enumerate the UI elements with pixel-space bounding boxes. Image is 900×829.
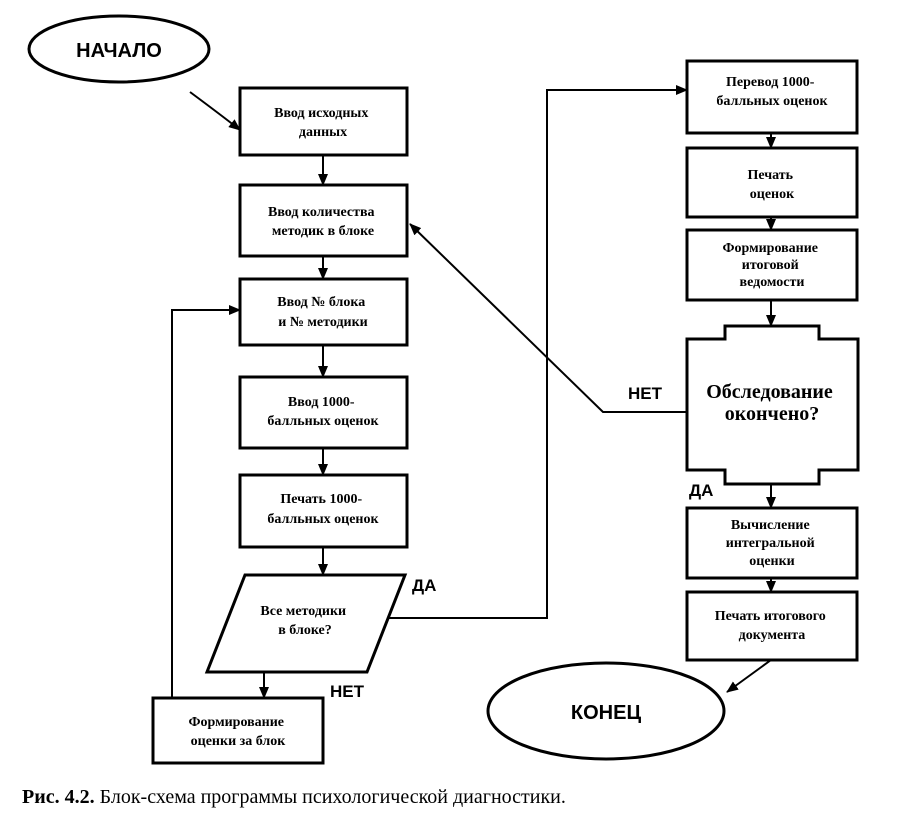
node-input-block-line1: Ввод № блока [277,295,365,310]
branch-all-no: НЕТ [330,682,365,701]
node-input-data-line1: Ввод исходных [274,106,368,121]
svg-text:Формирование итоговой: Формирование итоговой ведомости [722,241,821,290]
node-final-sheet-line1: Формирование [722,241,818,256]
figure-caption: Рис. 4.2. Блок-схема программы психологи… [22,786,566,809]
node-print-grades: Печать оценок [685,146,859,219]
figure-caption-text: Блок-схема программы психологической диа… [99,786,566,808]
node-input-count: Ввод количества методик в блоке [238,183,409,258]
svg-text:Ввод № блока и № методик: Ввод № блока и № методики [277,295,368,330]
branch-all-yes: ДА [412,576,436,595]
svg-text:Печать 1000- балльных оц: Печать 1000- балльных оценок [267,492,379,527]
node-end: КОНЕЦ [486,661,726,761]
node-block-score: Формирование оценки за блок [151,696,325,765]
svg-text:Печать оценок: Печать оценок [747,168,796,202]
node-start: НАЧАЛО [27,14,211,84]
node-integral-line1: Вычисление [731,518,810,533]
arrow-decision-yes-to-convert [385,85,688,619]
node-input-data-line2: данных [299,125,347,140]
node-end-text: КОНЕЦ [571,702,642,724]
arrow-start-to-input [189,91,241,131]
figure-caption-label: Рис. 4.2. [22,786,95,808]
node-final-sheet-line2: итоговой [742,258,799,273]
node-final-sheet: Формирование итоговой ведомости [685,228,859,302]
svg-text:Формирование оценки за б: Формирование оценки за блок [188,715,287,749]
svg-text:Перевод 1000- балльных о: Перевод 1000- балльных оценок [716,75,828,109]
node-block-score-line1: Формирование [188,715,284,730]
node-print-final-line2: документа [739,628,806,643]
node-exam-done-decision: Обследование окончено? [685,324,860,486]
branch-done-no: НЕТ [628,384,663,403]
node-convert-scores: Перевод 1000- балльных оценок [685,59,859,135]
connectors [171,85,776,699]
node-block-score-line2: оценки за блок [191,734,287,749]
svg-text:Ввод исходных данных: Ввод исходных данных [274,106,372,140]
svg-text:Вычисление интегральной: Вычисление интегральной оценки [726,518,818,569]
node-input-data: Ввод исходных данных [238,86,409,157]
node-integral-line3: оценки [749,554,794,569]
node-input-count-line2: методик в блоке [272,224,374,239]
node-print-grades-line1: Печать [747,168,793,183]
arrow-print-to-end [726,659,772,693]
node-input-count-line1: Ввод количества [268,205,375,220]
arrow-loop-back-to-block [171,305,241,698]
node-all-methods-line2: в блоке? [278,623,332,638]
node-input-scores-line1: Ввод 1000- [288,395,355,410]
node-input-scores: Ввод 1000- балльных оценок [238,375,409,450]
node-exam-done-line1: Обследование [706,381,833,403]
node-print-final-line1: Печать итогового [715,609,826,624]
svg-text:Печать итогового докумен: Печать итогового документа [715,609,829,643]
arrow-exam-no-to-count [409,223,687,413]
node-integral: Вычисление интегральной оценки [685,506,859,580]
node-input-block: Ввод № блока и № методики [238,277,409,347]
node-final-sheet-line3: ведомости [740,275,805,290]
node-print-scores-line1: Печать 1000- [280,492,362,507]
svg-text:Обследование окончено?: Обследование окончено? [706,381,838,425]
node-print-final: Печать итогового документа [685,590,859,662]
svg-text:Все методики в блоке?: Все методики в блоке? [260,604,349,638]
branch-done-yes: ДА [689,481,713,500]
node-print-scores: Печать 1000- балльных оценок [238,473,409,549]
node-convert-line1: Перевод 1000- [726,75,815,90]
svg-text:Ввод 1000- балльных оцен: Ввод 1000- балльных оценок [267,395,379,429]
svg-text:Ввод количества методик: Ввод количества методик в блоке [268,205,378,239]
node-start-text: НАЧАЛО [76,40,162,62]
node-input-scores-line2: балльных оценок [267,414,379,429]
node-print-scores-line2: балльных оценок [267,512,379,527]
node-exam-done-line2: окончено? [725,403,819,425]
node-print-grades-line2: оценок [750,187,795,202]
node-input-block-line2: и № методики [278,315,367,330]
node-all-methods-line1: Все методики [260,604,346,619]
node-convert-line2: балльных оценок [716,94,828,109]
node-integral-line2: интегральной [726,536,815,551]
node-all-methods-decision: Все методики в блоке? [204,573,408,674]
